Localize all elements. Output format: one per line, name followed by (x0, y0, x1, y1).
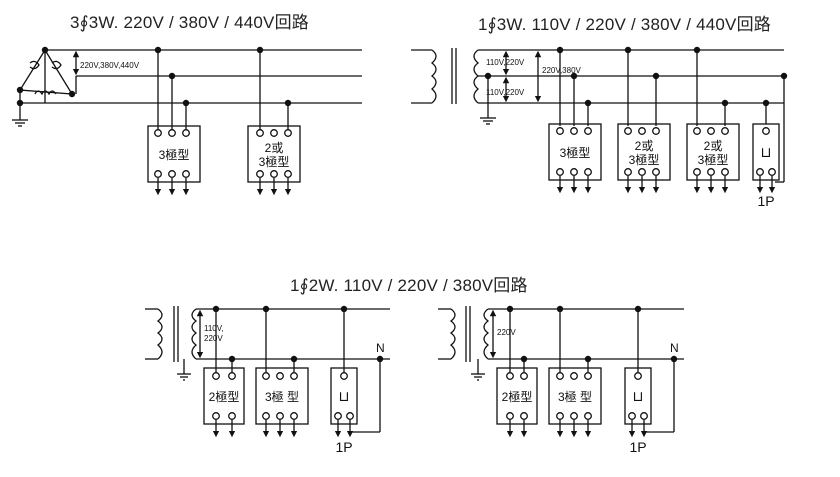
label-1p-1: 1P (757, 193, 774, 209)
device-2-or-3-pole-2 (617, 123, 671, 181)
device-3-pole-2 (548, 123, 602, 181)
device-3-pole-1 (147, 125, 201, 183)
label-sp2b-voltage: 220V (497, 328, 516, 337)
single-phase-transformer-3 (438, 306, 490, 381)
label-neutral-b: N (670, 341, 679, 355)
diagram-single-phase-2w-a (145, 306, 390, 438)
device-1p-1 (752, 123, 780, 181)
device-label-3pole-type-3: 3極型 (698, 152, 729, 167)
diagram-single-phase-2w-b (438, 306, 684, 438)
label-tp-voltage: 220V,380V,440V (80, 61, 140, 70)
device-symbol-1p-3: ⊔ (633, 388, 644, 404)
device-2-pole-1 (203, 367, 245, 425)
device-label-2-pole-1: 2極型 (209, 389, 240, 404)
label-1p-3: 1P (629, 439, 646, 455)
single-phase-transformer-1 (411, 48, 496, 125)
device-symbol-1p-2: ⊔ (339, 388, 350, 404)
single-phase-transformer-2 (145, 306, 198, 381)
diagram-single-phase-3w (411, 48, 785, 194)
label-sp3-voltage-3: 110V,220V (486, 88, 525, 97)
device-label-3-pole-1: 3極型 (159, 147, 190, 162)
junction-dots (16, 46, 788, 363)
label-sp3-voltage-2: 220V,380V (542, 66, 582, 75)
device-label-3pole-type-1: 3極型 (259, 154, 290, 169)
device-1p-2 (330, 367, 358, 425)
title-single-phase-2w: 1∮2W. 110V / 220V / 380V回路 (290, 276, 528, 295)
label-sp2a-voltage-1: 110V, (204, 324, 224, 333)
device-symbol-1p-1: ⊔ (761, 144, 772, 160)
device-label-3-pole-2: 3極型 (560, 145, 591, 160)
three-phase-transformer (12, 48, 74, 127)
device-1p-3 (624, 367, 652, 425)
device-label-2or-2: 2或 (635, 139, 654, 153)
label-sp2a-voltage-2: 220V (204, 334, 223, 343)
label-neutral-a: N (376, 341, 385, 355)
device-label-2or-3: 2或 (704, 139, 723, 153)
device-2-pole-2 (496, 367, 538, 425)
title-three-phase-3w: 3∮3W. 220V / 380V / 440V回路 (70, 13, 309, 32)
device-2-or-3-pole-3 (686, 123, 740, 181)
device-3-pole-4 (548, 367, 602, 425)
label-sp3-voltage-1: 110V,220V (486, 58, 525, 67)
diagram-three-phase-3w (12, 48, 362, 196)
device-label-3-pole-4: 3極 型 (558, 389, 592, 404)
device-label-2-pole-2: 2極型 (502, 389, 533, 404)
title-single-phase-3w: 1∮3W. 110V / 220V / 380V / 440V回路 (478, 15, 771, 34)
device-label-3-pole-3: 3極 型 (265, 389, 299, 404)
device-label-3pole-type-2: 3極型 (629, 152, 660, 167)
label-1p-2: 1P (335, 439, 352, 455)
device-3-pole-3 (255, 367, 309, 425)
device-label-2or-1: 2或 (265, 141, 284, 155)
